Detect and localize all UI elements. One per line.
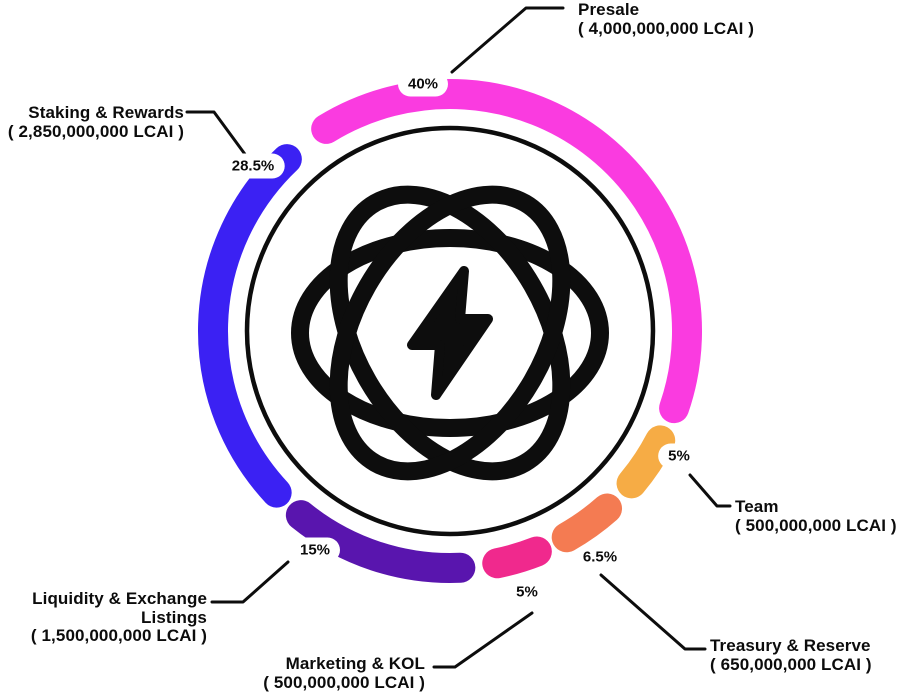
leader-line-presale	[450, 6, 565, 74]
arc-liquidity	[285, 500, 476, 583]
leader-line-treasury	[599, 573, 707, 651]
leader-line-liquidity	[210, 560, 290, 604]
leader-line-team	[688, 473, 732, 508]
lightchain-logo	[291, 185, 609, 481]
orbit-ellipse	[291, 229, 609, 437]
lightning-bolt-icon	[407, 266, 493, 400]
inner-ring	[244, 125, 656, 537]
arc-marketing	[482, 536, 552, 579]
arc-team	[616, 425, 676, 499]
leader-line-marketing	[432, 611, 534, 669]
arc-presale	[311, 79, 702, 424]
arc-staking	[198, 144, 302, 508]
orbit-ellipse	[329, 185, 571, 481]
leader-line-staking	[185, 110, 249, 159]
arc-treasury	[551, 493, 623, 553]
